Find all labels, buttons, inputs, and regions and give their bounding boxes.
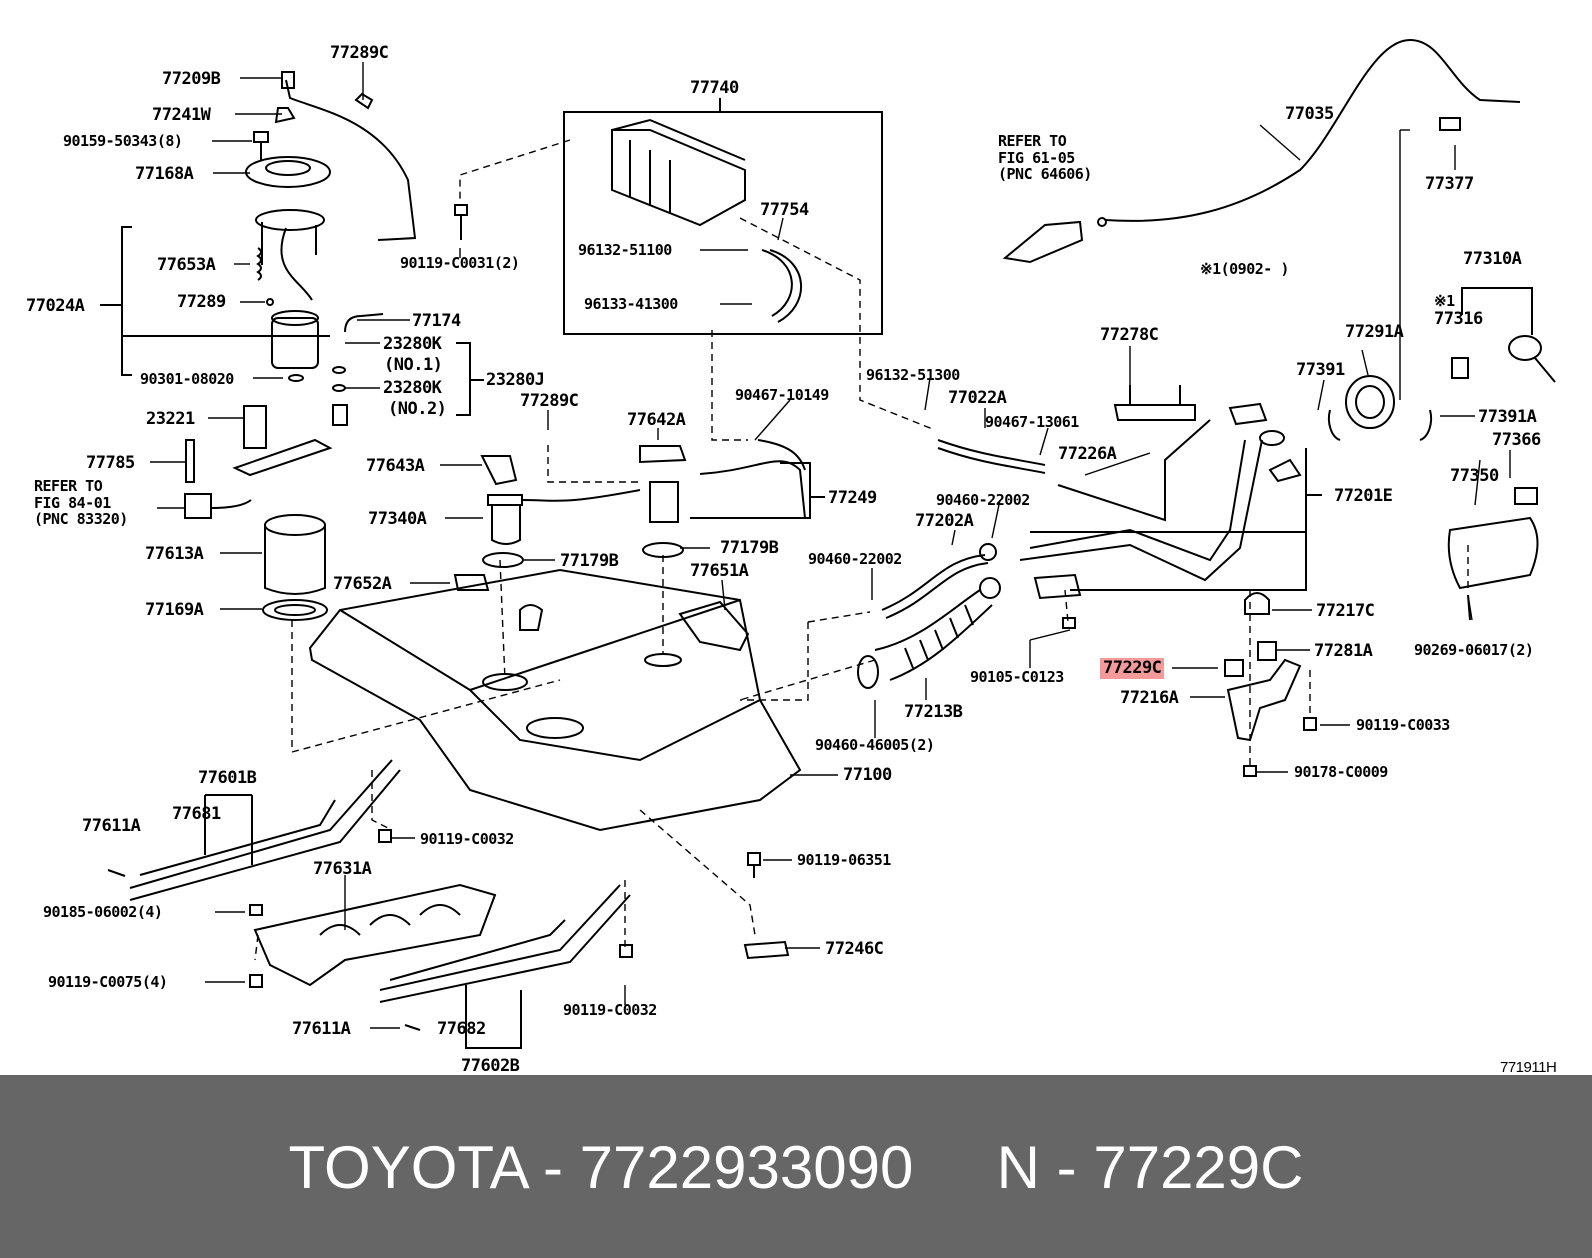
label-77179B-right: 77179B [720,538,779,558]
label-77366: 77366 [1492,430,1541,450]
label-77391A: 77391A [1478,407,1537,427]
canister-box [563,111,883,335]
label-90467-10149: 90467-10149 [735,386,829,404]
label-no1: (NO.1) [384,355,443,375]
label-90119-06351: 90119-06351 [797,851,891,869]
label-77100: 77100 [843,765,892,785]
label-refer-fig-61-05: REFER TO FIG 61-05 (PNC 64606) [998,132,1092,183]
label-90467-13061: 90467-13061 [985,413,1079,431]
label-77035: 77035 [1285,104,1334,124]
label-77754: 77754 [760,200,809,220]
label-no2: (NO.2) [388,399,447,419]
label-90460-46005: 90460-46005(2) [815,736,935,754]
label-note-1: ※1(0902- ) [1200,260,1289,278]
label-77340A: 77340A [368,509,427,529]
label-77642A: 77642A [627,410,686,430]
label-77653A: 77653A [157,255,216,275]
label-90269-06017: 90269-06017(2) [1414,641,1534,659]
label-77024A: 77024A [26,296,85,316]
label-77217C: 77217C [1316,601,1375,621]
label-90119-C0032-top: 90119-C0032 [420,830,514,848]
label-90460-22002-left: 90460-22002 [808,550,902,568]
label-77652A: 77652A [333,574,392,594]
label-90119-C0075: 90119-C0075(4) [48,973,168,991]
label-77289C-mid: 77289C [520,391,579,411]
label-77613A: 77613A [145,544,204,564]
label-77602B: 77602B [461,1056,520,1076]
label-77611A-top: 77611A [82,816,141,836]
label-23280J: 23280J [486,370,545,390]
label-77391: 77391 [1296,360,1345,380]
label-90178-C0009: 90178-C0009 [1294,763,1388,781]
parts-diagram: 77289C 77209B 77241W 90159-50343(8) 7716… [26,38,1557,1076]
label-23280K-no1: 23280K [383,334,442,354]
footer-part-number: TOYOTA - 7722933090 N - 77229C [288,1134,1304,1201]
label-77241W: 77241W [152,105,211,125]
label-90460-22002-top: 90460-22002 [936,491,1030,509]
label-refer-fig-84-01: REFER TO FIG 84-01 (PNC 83320) [34,477,128,528]
label-77249: 77249 [828,488,877,508]
label-77377: 77377 [1425,174,1474,194]
label-77226A: 77226A [1058,444,1117,464]
label-96132-51100: 96132-51100 [578,241,672,259]
label-77022A: 77022A [948,388,1007,408]
label-77174: 77174 [412,311,461,331]
label-77785: 77785 [86,453,135,473]
label-77291A: 77291A [1345,322,1404,342]
label-96132-51300: 96132-51300 [866,366,960,384]
label-77213B: 77213B [904,702,963,722]
label-77611A-bottom: 77611A [292,1019,351,1039]
label-77289C-top: 77289C [330,43,389,63]
label-77601B: 77601B [198,768,257,788]
label-23221: 23221 [146,409,195,429]
label-77168A: 77168A [135,164,194,184]
label-77316: 77316 [1434,309,1483,329]
label-77289: 77289 [177,292,226,312]
label-77310A: 77310A [1463,249,1522,269]
label-77179B-left: 77179B [560,551,619,571]
label-90185-06002: 90185-06002(4) [43,903,163,921]
label-90119-C0032-bottom: 90119-C0032 [563,1001,657,1019]
label-77681: 77681 [172,804,221,824]
label-77281A: 77281A [1314,641,1373,661]
label-star-1: ※1 [1434,292,1455,310]
label-77278C: 77278C [1100,325,1159,345]
label-77350: 77350 [1450,466,1499,486]
figure-id: 771911H [1500,1059,1557,1076]
label-90159-50343: 90159-50343(8) [63,132,183,150]
label-90105-C0123: 90105-C0123 [970,668,1064,686]
label-77169A: 77169A [145,600,204,620]
label-77682: 77682 [437,1019,486,1039]
label-77202A: 77202A [915,511,974,531]
label-77216A: 77216A [1120,688,1179,708]
label-77209B: 77209B [162,69,221,89]
label-90119-C0031: 90119-C0031(2) [400,254,520,272]
label-77643A: 77643A [366,456,425,476]
label-23280K-no2: 23280K [383,378,442,398]
label-90301-08020: 90301-08020 [140,370,234,388]
label-77201E: 77201E [1334,486,1393,506]
diagram-drawing [100,38,1556,1049]
label-77631A: 77631A [313,859,372,879]
label-77651A: 77651A [690,561,749,581]
label-77740: 77740 [690,78,739,98]
label-77229C-highlighted[interactable]: 77229C [1100,658,1165,679]
label-90119-C0033: 90119-C0033 [1356,716,1450,734]
label-77246C: 77246C [825,939,884,959]
footer-bar: TOYOTA - 7722933090 N - 77229C [0,1075,1592,1258]
label-96133-41300: 96133-41300 [584,295,678,313]
